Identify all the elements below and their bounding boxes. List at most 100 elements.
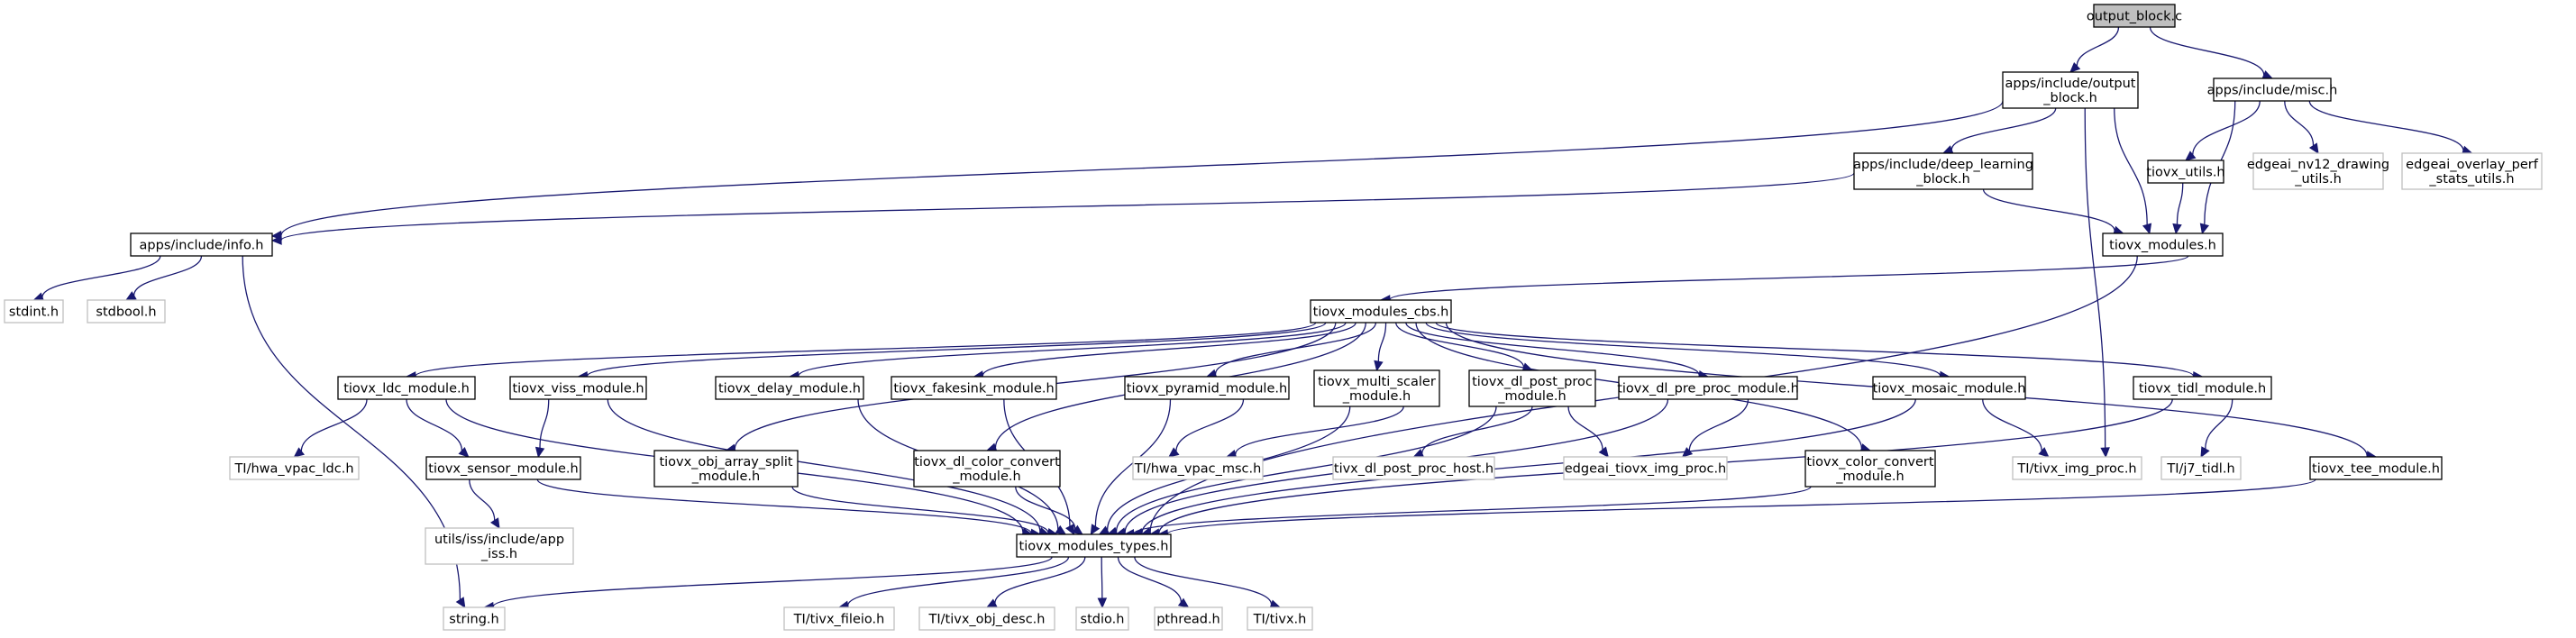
edge-tiovx_tee_module_h-to-tiovx_modules_types_h bbox=[1157, 478, 2316, 539]
edge-output_block_c-to-misc_h bbox=[2149, 26, 2274, 79]
edge-tiovx_utils_h-to-tiovx_modules_h bbox=[2172, 182, 2184, 235]
edge-output_block_h-to-deep_learning_block_h bbox=[1941, 107, 2057, 154]
node-tiovx_delay_module_h[interactable]: tiovx_delay_module.h bbox=[715, 376, 864, 400]
node-tiovx_ldc_module_h[interactable]: tiovx_ldc_module.h bbox=[337, 376, 476, 400]
node-tiovx_dl_pre_proc_module_h[interactable]: tiovx_dl_pre_proc_module.h bbox=[1617, 376, 1799, 400]
node-tivx_h: TI/tivx.h bbox=[1247, 606, 1313, 631]
node-iss_h: utils/iss/include/app_iss.h bbox=[425, 527, 574, 565]
node-label: _stats_utils.h bbox=[2428, 172, 2514, 187]
node-output_block_h[interactable]: apps/include/output_block.h bbox=[2002, 71, 2139, 109]
node-misc_h[interactable]: apps/include/misc.h bbox=[2207, 77, 2338, 102]
node-label: stdint.h bbox=[9, 305, 59, 320]
edge-tiovx_dl_post_proc_module_h-to-edgeai_tiovx_img_proc_h bbox=[1567, 406, 1610, 458]
node-pthread_h: pthread.h bbox=[1154, 606, 1223, 631]
node-label: _module.h bbox=[1497, 389, 1566, 404]
edge-tiovx_obj_array_split_module_h-to-tiovx_modules_types_h bbox=[791, 486, 1059, 538]
node-tiovx_tidl_module_h[interactable]: tiovx_tidl_module.h bbox=[2133, 376, 2272, 400]
node-edgeai_nv12_drawing_utils_h: edgeai_nv12_drawing_utils.h bbox=[2247, 152, 2389, 190]
node-label: TI/tivx_fileio.h bbox=[793, 613, 885, 627]
node-tiovx_tee_module_h[interactable]: tiovx_tee_module.h bbox=[2309, 456, 2443, 480]
edge-info_h-to-stdint_h bbox=[32, 255, 161, 302]
edge-tiovx_modules_cbs_h-to-tiovx_ldc_module_h bbox=[405, 322, 1317, 381]
node-label: tiovx_pyramid_module.h bbox=[1127, 382, 1287, 396]
node-tiovx_dl_color_convert_module_h[interactable]: tiovx_dl_color_convert_module.h bbox=[913, 450, 1061, 488]
node-label: TI/tivx_img_proc.h bbox=[2016, 462, 2136, 477]
edge-tiovx_ldc_module_h-to-tiovx_sensor_module_h bbox=[406, 398, 470, 458]
node-label: tiovx_obj_array_split bbox=[659, 455, 792, 469]
node-info_h[interactable]: apps/include/info.h bbox=[130, 232, 273, 257]
node-label: apps/include/output bbox=[2005, 77, 2136, 91]
edge-tiovx_tidl_module_h-to-j7_tidl_h bbox=[2200, 398, 2233, 459]
edge-tiovx_modules_cbs_h-to-tiovx_delay_module_h bbox=[788, 322, 1347, 381]
edge-tiovx_dl_color_convert_module_h-to-tiovx_modules_types_h bbox=[1015, 486, 1083, 535]
node-label: TI/tivx_obj_desc.h bbox=[928, 613, 1046, 627]
edge-tiovx_color_convert_module_h-to-tiovx_modules_types_h bbox=[1123, 486, 1812, 539]
node-string_h: string.h bbox=[443, 606, 506, 631]
node-label: tiovx_tee_module.h bbox=[2312, 462, 2440, 477]
node-tiovx_obj_array_split_module_h[interactable]: tiovx_obj_array_split_module.h bbox=[653, 450, 799, 488]
node-label: pthread.h bbox=[1156, 613, 1220, 627]
edge-tiovx_mosaic_module_h-to-tivx_img_proc_h bbox=[1982, 398, 2050, 458]
node-output_block_c[interactable]: output_block.c bbox=[2087, 4, 2182, 28]
node-label: stdio.h bbox=[1081, 613, 1125, 627]
node-label: tiovx_modules_types.h bbox=[1019, 540, 1169, 554]
node-hwa_vpac_ldc_h: TI/hwa_vpac_ldc.h bbox=[229, 456, 360, 480]
edge-tiovx_modules_cbs_h-to-tiovx_multi_scaler_module_h bbox=[1374, 322, 1387, 372]
node-deep_learning_block_h[interactable]: apps/include/deep_learning_block.h bbox=[1853, 152, 2033, 190]
node-tiovx_dl_post_proc_module_h[interactable]: tiovx_dl_post_proc_module.h bbox=[1468, 369, 1596, 407]
node-label: _block.h bbox=[2042, 91, 2097, 105]
edge-output_block_h-to-tivx_img_proc_h bbox=[2084, 107, 2110, 459]
node-edgeai_overlay_perf_stats_utils_h: edgeai_overlay_perf_stats_utils.h bbox=[2401, 152, 2543, 190]
node-label: TI/tivx.h bbox=[1253, 613, 1307, 627]
node-tiovx_sensor_module_h[interactable]: tiovx_sensor_module.h bbox=[425, 456, 581, 480]
node-label: tiovx_dl_post_proc bbox=[1472, 375, 1593, 389]
edge-tiovx_modules_types_h-to-tivx_h bbox=[1134, 556, 1282, 609]
node-stdint_h: stdint.h bbox=[4, 299, 64, 324]
node-label: _iss.h bbox=[480, 547, 517, 561]
node-label: apps/include/info.h bbox=[140, 239, 264, 253]
node-label: _utils.h bbox=[2294, 172, 2342, 187]
edge-tiovx_modules_types_h-to-tivx_fileio_h bbox=[837, 556, 1070, 610]
node-stdio_h: stdio.h bbox=[1075, 606, 1129, 631]
node-tiovx_fakesink_module_h[interactable]: tiovx_fakesink_module.h bbox=[891, 376, 1057, 400]
node-tiovx_mosaic_module_h[interactable]: tiovx_mosaic_module.h bbox=[1872, 376, 2026, 400]
edge-tiovx_modules_types_h-to-stdio_h bbox=[1097, 556, 1108, 609]
edge-output_block_h-to-tiovx_modules_h bbox=[2114, 107, 2152, 235]
node-tiovx_modules_types_h[interactable]: tiovx_modules_types.h bbox=[1016, 533, 1172, 558]
node-tiovx_utils_h[interactable]: tiovx_utils.h bbox=[2146, 160, 2225, 184]
node-tiovx_viss_module_h[interactable]: tiovx_viss_module.h bbox=[509, 376, 647, 400]
node-hwa_vpac_msc_h: TI/hwa_vpac_msc.h bbox=[1132, 456, 1264, 480]
edges-layer bbox=[32, 26, 2473, 612]
edge-tiovx_modules_cbs_h-to-tiovx_pyramid_module_h bbox=[1205, 322, 1377, 378]
node-label: TI/hwa_vpac_ldc.h bbox=[233, 462, 353, 477]
node-label: tiovx_tidl_module.h bbox=[2139, 382, 2266, 396]
node-label: tiovx_modules.h bbox=[2109, 239, 2216, 253]
node-tiovx_multi_scaler_module_h[interactable]: tiovx_multi_scaler_module.h bbox=[1313, 369, 1440, 407]
nodes-layer: output_block.capps/include/output_block.… bbox=[4, 4, 2543, 631]
node-tiovx_pyramid_module_h[interactable]: tiovx_pyramid_module.h bbox=[1124, 376, 1290, 400]
node-tivx_fileio_h: TI/tivx_fileio.h bbox=[783, 606, 895, 631]
node-label: _block.h bbox=[1915, 172, 1970, 187]
node-tiovx_modules_h[interactable]: tiovx_modules.h bbox=[2102, 232, 2224, 257]
edge-tiovx_modules_cbs_h-to-tiovx_dl_post_proc_module_h bbox=[1395, 322, 1534, 372]
node-label: tiovx_utils.h bbox=[2146, 166, 2224, 180]
node-label: tiovx_dl_color_convert bbox=[914, 455, 1060, 469]
node-label: stdbool.h bbox=[96, 305, 156, 320]
node-label: tiovx_modules_cbs.h bbox=[1313, 305, 1449, 320]
edge-output_block_h-to-info_h bbox=[270, 100, 2004, 241]
edge-deep_learning_block_h-to-tiovx_modules_h bbox=[1982, 188, 2124, 235]
node-label: TI/hwa_vpac_msc.h bbox=[1134, 462, 1262, 477]
node-tiovx_color_convert_module_h[interactable]: tiovx_color_convert_module.h bbox=[1804, 450, 1936, 488]
node-label: apps/include/deep_learning bbox=[1853, 158, 2033, 172]
node-tiovx_modules_cbs_h[interactable]: tiovx_modules_cbs.h bbox=[1310, 299, 1452, 324]
edge-deep_learning_block_h-to-info_h bbox=[270, 172, 1855, 245]
node-label: tiovx_dl_pre_proc_module.h bbox=[1617, 382, 1799, 396]
node-tivx_img_proc_h: TI/tivx_img_proc.h bbox=[2012, 456, 2142, 480]
node-label: output_block.c bbox=[2087, 10, 2182, 24]
edge-tiovx_dl_post_proc_module_h-to-tivx_dl_post_proc_host_h bbox=[1412, 406, 1533, 458]
node-label: tiovx_fakesink_module.h bbox=[893, 382, 1054, 396]
node-label: string.h bbox=[449, 613, 498, 627]
node-label: tiovx_ldc_module.h bbox=[343, 382, 470, 396]
edge-output_block_c-to-output_block_h bbox=[2069, 26, 2120, 73]
